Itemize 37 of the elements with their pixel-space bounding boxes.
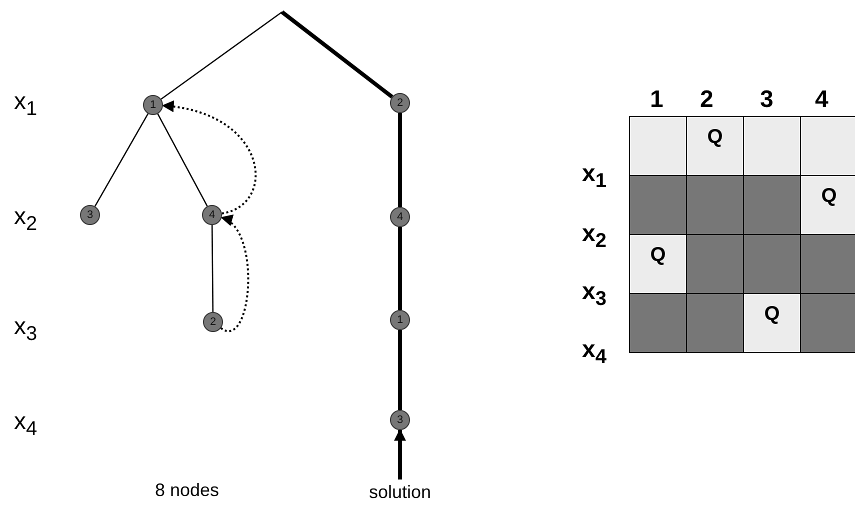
tree-node-circle: 1 <box>143 95 163 115</box>
solution-path-line <box>280 10 394 98</box>
row-variable-label: x$_{4}$ <box>14 408 38 441</box>
row-variable-label: x$_{2}$ <box>14 203 38 236</box>
tree-node-circle: 4 <box>390 207 410 227</box>
tree-node-circle: 2 <box>390 93 410 113</box>
dotted-arrow <box>220 216 250 332</box>
tree-node-circle: 1 <box>390 310 410 330</box>
column-number: 1 <box>650 86 664 114</box>
queen-square: Q <box>800 175 855 235</box>
row-variable-label: x$_{3}$ <box>582 278 606 311</box>
tree-node-circle: 2 <box>203 312 223 332</box>
column-number: 3 <box>760 86 774 114</box>
tree-node-circle: 3 <box>390 410 410 430</box>
row-variable-label: x$_{3}$ <box>14 313 38 346</box>
queen-square: Q <box>743 293 801 353</box>
tree-node-circle: 4 <box>202 205 222 225</box>
row-variable-label: x$_{2}$ <box>582 220 606 253</box>
solution-path-line <box>398 113 402 207</box>
column-number: 4 <box>815 86 828 114</box>
tree-node-circle: 3 <box>80 205 100 225</box>
column-number: 2 <box>700 86 714 114</box>
queen-square: Q <box>629 234 687 294</box>
tree-branch-line <box>157 114 208 206</box>
solution-path-line <box>398 330 402 410</box>
queen-square: Q <box>686 116 744 176</box>
solution-label: solution <box>369 482 432 502</box>
row-variable-label: x$_{1}$ <box>582 160 606 193</box>
row-variable-label: x$_{4}$ <box>582 336 606 369</box>
dotted-arrow <box>162 101 256 214</box>
tree-branch-line <box>211 225 214 312</box>
arrow <box>394 428 406 480</box>
tree-branch-line <box>160 11 282 100</box>
tree-branch-line <box>94 113 149 207</box>
row-variable-label: x$_{1}$ <box>14 88 38 121</box>
solution-path-line <box>398 227 402 310</box>
node-count-label: 8 nodes <box>155 480 220 501</box>
